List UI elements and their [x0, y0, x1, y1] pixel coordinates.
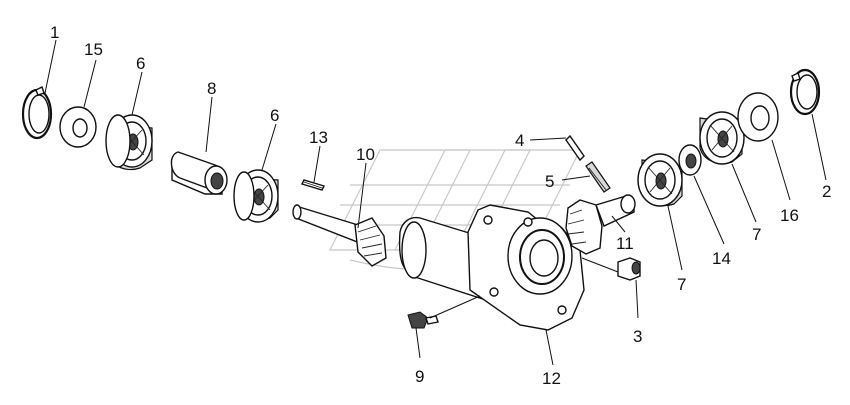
part-8-spacer-sleeve	[170, 151, 228, 195]
part-3-fitting	[617, 257, 641, 281]
callout-14: 14	[712, 249, 731, 268]
part-4-pin	[565, 134, 585, 162]
part-12-housing	[398, 204, 585, 331]
part-6-bearing-left	[105, 114, 153, 171]
part-11-bevel-gear-shaft	[565, 194, 636, 255]
callout-7-lower: 7	[677, 275, 686, 294]
part-6-bearing-middle	[233, 169, 279, 223]
callout-8: 8	[207, 79, 216, 98]
callout-13: 13	[309, 128, 328, 147]
part-7-bearing-upper	[699, 111, 745, 165]
callout-7-upper: 7	[752, 225, 761, 244]
callout-1: 1	[50, 23, 59, 42]
callout-5: 5	[545, 172, 554, 191]
callout-15: 15	[84, 40, 103, 59]
part-10-pinion-shaft	[292, 204, 387, 267]
callout-6-left: 6	[136, 54, 145, 73]
callout-2: 2	[822, 182, 831, 201]
callout-4: 4	[515, 131, 524, 150]
part-9-grease-fitting	[407, 311, 439, 329]
callout-9: 9	[415, 367, 424, 386]
callout-11: 11	[616, 234, 634, 253]
part-5-key	[585, 161, 611, 193]
part-2-retaining-ring	[789, 68, 821, 116]
callout-10: 10	[356, 145, 375, 164]
part-7-bearing-lower	[637, 153, 683, 207]
part-16-washer	[737, 92, 779, 142]
callout-12: 12	[542, 369, 561, 388]
callout-3: 3	[633, 327, 642, 346]
part-15-washer	[59, 106, 97, 148]
part-14-washer	[678, 144, 702, 176]
part-1-retaining-ring	[21, 86, 53, 140]
callout-labels: 1 15 6 8 6 13 10 4 5 11 3 9 12 7 14 7 16…	[50, 23, 831, 388]
callout-16: 16	[780, 206, 799, 225]
leader-lines	[44, 39, 827, 366]
callout-6-middle: 6	[270, 106, 279, 125]
part-13-key	[301, 179, 325, 191]
